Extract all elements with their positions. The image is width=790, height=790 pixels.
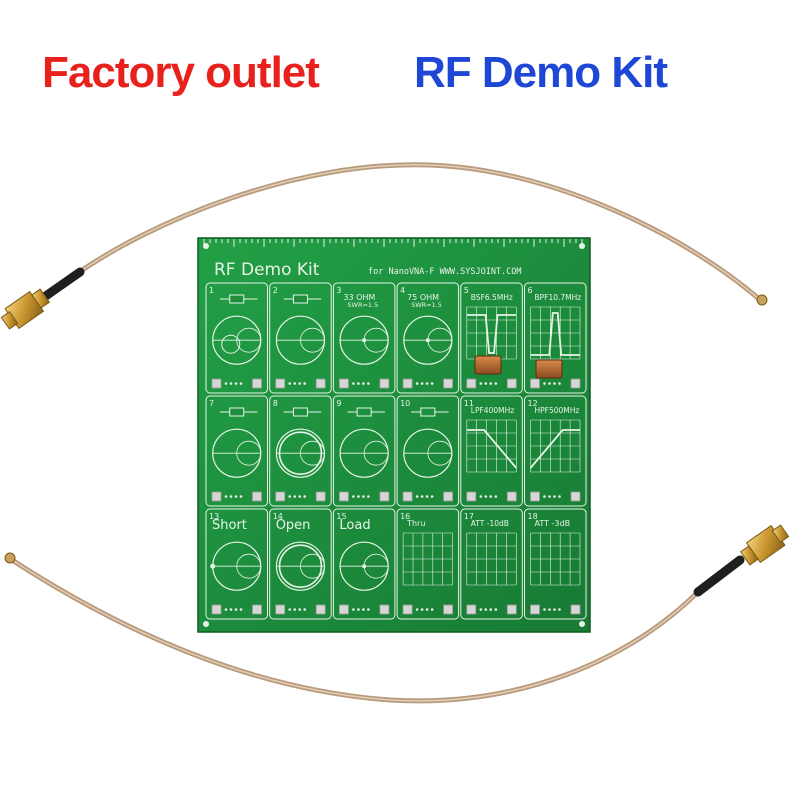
tile-number: 7 bbox=[209, 399, 214, 408]
tile-label: ATT -3dB bbox=[535, 519, 571, 528]
tile-number: 14 bbox=[273, 512, 283, 521]
crystal-filter-chip bbox=[474, 355, 502, 375]
tile-number: 6 bbox=[528, 286, 533, 295]
demo-tile-10: 10 bbox=[396, 395, 460, 507]
tile-sublabel: SWR=1.5 bbox=[411, 301, 442, 309]
tile-number: 9 bbox=[336, 399, 341, 408]
demo-tile-7: 7 bbox=[205, 395, 268, 507]
tile-number: 4 bbox=[400, 286, 405, 295]
tile-number: 1 bbox=[209, 286, 214, 295]
tile-label: BPF10.7MHz bbox=[535, 293, 582, 302]
tile-label: BSF6.5MHz bbox=[471, 293, 513, 302]
board-subtitle: for NanoVNA-F WWW.SYSJOINT.COM bbox=[368, 267, 522, 277]
tile-number: 12 bbox=[528, 399, 538, 408]
demo-tile-8: 8 bbox=[269, 395, 332, 507]
tile-number: 18 bbox=[528, 512, 538, 521]
banner: Factory outlet RF Demo Kit bbox=[0, 48, 790, 118]
rf-demo-pcb: RF Demo Kit for NanoVNA-F WWW.SYSJOINT.C… bbox=[197, 237, 591, 633]
tile-label: Short bbox=[212, 518, 247, 533]
sma-cable-icon bbox=[0, 162, 768, 330]
tile-label: Load bbox=[339, 518, 370, 533]
tile-label: 75 OHM bbox=[407, 293, 439, 302]
demo-tile-9: 9 bbox=[332, 395, 396, 507]
tile-label: ATT -10dB bbox=[471, 519, 509, 528]
crystal-filter-chip bbox=[535, 359, 563, 379]
tile-number: 16 bbox=[400, 512, 410, 521]
tile-label: Thru bbox=[406, 519, 425, 528]
demo-tile-1: 1 bbox=[205, 282, 268, 394]
tile-number: 15 bbox=[336, 512, 346, 521]
tile-sublabel: SWR=1.5 bbox=[347, 301, 378, 309]
tile-number: 17 bbox=[464, 512, 474, 521]
tile-number: 5 bbox=[464, 286, 469, 295]
banner-factory-outlet: Factory outlet bbox=[42, 48, 320, 97]
tile-label: Open bbox=[276, 518, 311, 533]
tile-label: HPF500MHz bbox=[535, 406, 580, 415]
tile-number: 2 bbox=[273, 286, 278, 295]
board-title: RF Demo Kit bbox=[214, 260, 320, 280]
tile-number: 13 bbox=[209, 512, 219, 521]
demo-tile-2: 2 bbox=[269, 282, 332, 394]
tile-label: LPF400MHz bbox=[471, 406, 514, 415]
tile-number: 11 bbox=[464, 399, 474, 408]
tile-label: 33 OHM bbox=[343, 293, 375, 302]
sma-cable-icon bbox=[4, 524, 790, 704]
tile-number: 10 bbox=[400, 399, 410, 408]
banner-rf-demo-kit: RF Demo Kit bbox=[414, 48, 668, 97]
tile-number: 3 bbox=[336, 286, 341, 295]
tile-number: 8 bbox=[273, 399, 278, 408]
